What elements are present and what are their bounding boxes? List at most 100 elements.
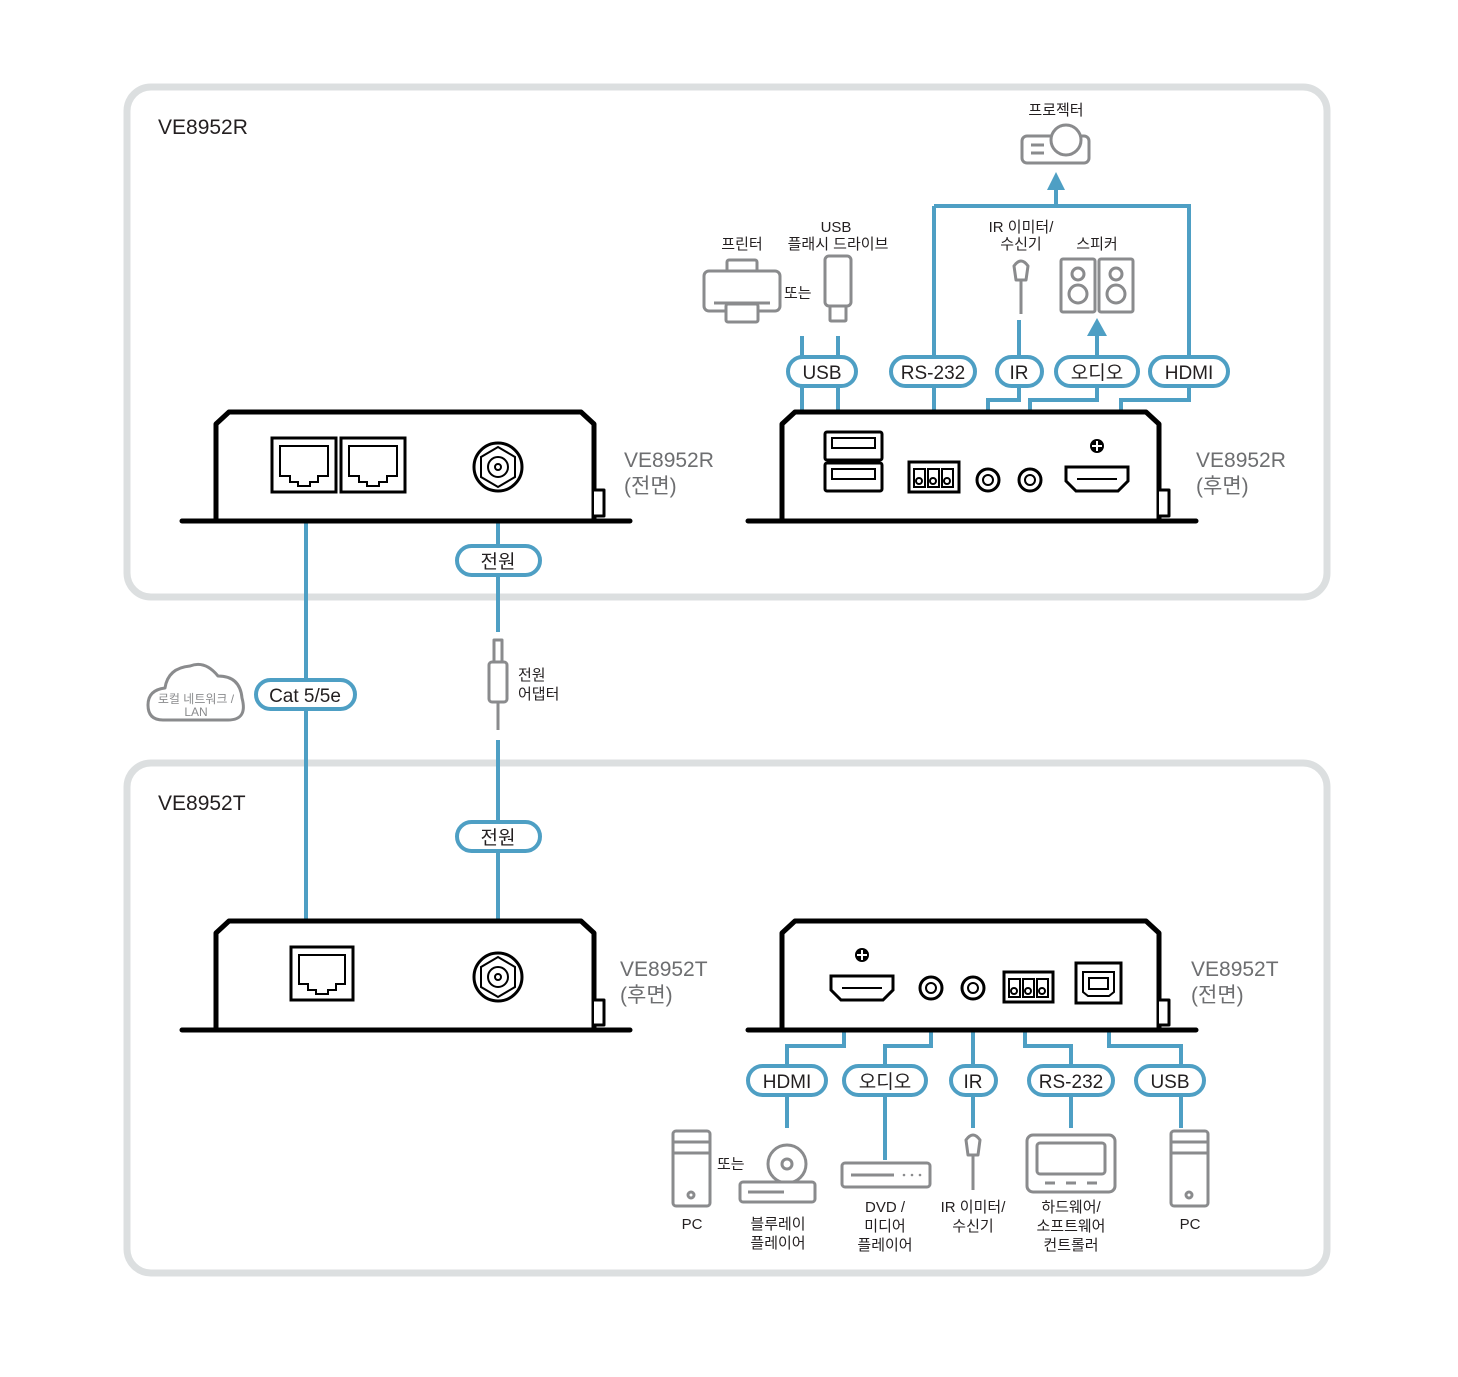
receiver-ir-pill: IR bbox=[995, 355, 1044, 388]
audio-jack bbox=[1017, 467, 1043, 493]
or-label-receiver: 또는 bbox=[784, 285, 812, 302]
receiver-rear-label-model: VE8952R bbox=[1196, 449, 1286, 472]
dvd-label-line3: 플레이어 bbox=[857, 1237, 912, 1254]
transmitter-power-pill: 전원 bbox=[455, 820, 542, 853]
receiver-front-label-model: VE8952R bbox=[624, 449, 714, 472]
printer-icon bbox=[702, 258, 782, 324]
printer-label: 프린터 bbox=[721, 236, 762, 253]
usb-a-port-stack bbox=[823, 430, 884, 493]
receiver-audio-pill-label: 오디오 bbox=[1071, 362, 1123, 384]
controller-label-line3: 컨트롤러 bbox=[1043, 1237, 1098, 1254]
usb-flash-drive-icon bbox=[823, 254, 853, 323]
cat5-pill: Cat 5/5e bbox=[254, 678, 357, 711]
receiver-rear-label-side: (후면) bbox=[1196, 475, 1249, 498]
receiver-usb-pill: USB bbox=[786, 355, 858, 388]
lan-port bbox=[289, 945, 355, 1002]
transmitter-rear-label-side: (후면) bbox=[620, 984, 673, 1007]
hdmi-port bbox=[829, 948, 895, 1002]
lan-port-1 bbox=[270, 436, 338, 494]
dvd-label-line2: 미디어 bbox=[864, 1218, 905, 1235]
transmitter-front-label-model: VE8952T bbox=[1191, 958, 1279, 981]
transmitter-rear-unit: VE8952T (후면) bbox=[179, 918, 708, 1033]
transmitter-ir-pill-label: IR bbox=[964, 1072, 983, 1093]
transmitter-audio-pill: 오디오 bbox=[842, 1064, 928, 1097]
cloud-label-line1: 로컬 네트워크 / bbox=[158, 692, 235, 706]
lan-port-2 bbox=[339, 436, 407, 494]
receiver-panel-title: VE8952R bbox=[158, 116, 248, 139]
receiver-rear-unit: VE8952R (후면) bbox=[745, 409, 1286, 524]
cloud-label-line2: LAN bbox=[184, 705, 207, 719]
power-jack bbox=[472, 441, 524, 493]
receiver-front-unit: VE8952R (전면) bbox=[179, 409, 714, 524]
adapter-body-icon bbox=[487, 660, 509, 704]
receiver-front-label-side: (전면) bbox=[624, 475, 677, 498]
ir-jack bbox=[960, 975, 986, 1001]
or-label-transmitter: 또는 bbox=[717, 1156, 745, 1173]
speaker-icon bbox=[1059, 257, 1135, 314]
pc-right-label: PC bbox=[1180, 1216, 1201, 1233]
receiver-hdmi-pill: HDMI bbox=[1148, 355, 1230, 388]
ir-emitter-icon bbox=[964, 1133, 982, 1190]
controller-label-line1: 하드웨어/ bbox=[1041, 1199, 1101, 1216]
pc-tower-icon-left bbox=[671, 1129, 712, 1208]
pc-tower-icon-right bbox=[1169, 1129, 1210, 1208]
transmitter-front-pills: HDMI 오디오 IR RS-232 USB bbox=[746, 1064, 1206, 1097]
receiver-hdmi-pill-label: HDMI bbox=[1165, 363, 1214, 384]
ir-jack bbox=[975, 467, 1001, 493]
transmitter-hdmi-pill-label: HDMI bbox=[763, 1072, 812, 1093]
transmitter-usb-pill: USB bbox=[1134, 1064, 1206, 1097]
dvd-player-icon bbox=[840, 1161, 932, 1189]
hdmi-port bbox=[1064, 439, 1130, 493]
receiver-power-pill: 전원 bbox=[455, 544, 542, 577]
rs232-terminal bbox=[1002, 970, 1055, 1004]
adapter-plug-icon bbox=[492, 638, 504, 664]
transmitter-peripherals: PC 또는 블루레이 플레이어 DVD / 미디어 플레이어 IR 이미터/ 수… bbox=[671, 1129, 1210, 1254]
transmitter-power-pill-label: 전원 bbox=[481, 827, 516, 849]
ir-emitter-icon bbox=[1012, 259, 1030, 314]
lan-cloud: 로컬 네트워크 / LAN bbox=[146, 662, 245, 722]
transmitter-usb-pill-label: USB bbox=[1150, 1072, 1189, 1093]
cat5-pill-label: Cat 5/5e bbox=[269, 686, 341, 707]
transmitter-rs232-pill: RS-232 bbox=[1027, 1064, 1115, 1097]
transmitter-panel-title: VE8952T bbox=[158, 792, 246, 815]
speaker-arrow bbox=[1087, 318, 1107, 336]
receiver-ir-device-label-line1: IR 이미터/ bbox=[989, 219, 1055, 236]
usb-flash-label-line2: 플래시 드라이브 bbox=[788, 236, 889, 253]
transmitter-front-label-side: (전면) bbox=[1191, 984, 1244, 1007]
projector-label: 프로젝터 bbox=[1028, 102, 1083, 119]
receiver-rear-pills: USB RS-232 IR 오디오 HDMI bbox=[786, 355, 1230, 388]
cloud-icon bbox=[146, 662, 245, 722]
usb-b-port bbox=[1074, 961, 1123, 1005]
receiver-audio-pill: 오디오 bbox=[1054, 355, 1140, 388]
projector-arrow bbox=[1047, 172, 1065, 190]
bluray-label-line2: 플레이어 bbox=[750, 1235, 805, 1252]
transmitter-rear-chassis bbox=[213, 918, 597, 1030]
receiver-ir-pill-label: IR bbox=[1010, 363, 1029, 384]
projector-icon bbox=[1020, 123, 1091, 165]
transmitter-rs232-pill-label: RS-232 bbox=[1039, 1072, 1103, 1093]
pc-left-label: PC bbox=[682, 1216, 703, 1233]
transmitter-front-chassis bbox=[779, 918, 1162, 1030]
transmitter-rear-label-model: VE8952T bbox=[620, 958, 708, 981]
rs232-terminal bbox=[907, 460, 961, 494]
controller-label-line2: 소프트웨어 bbox=[1036, 1218, 1105, 1235]
dvd-label-line1: DVD / bbox=[865, 1199, 906, 1216]
bluray-label-line1: 블루레이 bbox=[750, 1216, 805, 1233]
controller-icon bbox=[1025, 1133, 1117, 1194]
transmitter-hdmi-pill: HDMI bbox=[746, 1064, 828, 1097]
power-jack bbox=[472, 951, 524, 1003]
receiver-ir-device-label-line2: 수신기 bbox=[1000, 236, 1041, 253]
adapter-label-line1: 전원 bbox=[518, 667, 546, 684]
receiver-rs232-pill: RS-232 bbox=[889, 355, 977, 388]
power-adapter: 전원 어댑터 bbox=[487, 638, 559, 730]
receiver-usb-pill-label: USB bbox=[802, 363, 841, 384]
receiver-power-pill-label: 전원 bbox=[481, 551, 516, 573]
receiver-peripherals: 프린터 또는 USB 플래시 드라이브 프로젝터 IR 이미터/ 수신기 스피커 bbox=[702, 102, 1135, 324]
speaker-label: 스피커 bbox=[1076, 236, 1117, 253]
transmitter-ir-device-label-line1: IR 이미터/ bbox=[941, 1199, 1007, 1216]
bluray-player-icon bbox=[738, 1143, 817, 1204]
transmitter-audio-pill-label: 오디오 bbox=[859, 1071, 911, 1093]
usb-flash-label-line1: USB bbox=[821, 219, 852, 236]
transmitter-ir-pill: IR bbox=[949, 1064, 998, 1097]
